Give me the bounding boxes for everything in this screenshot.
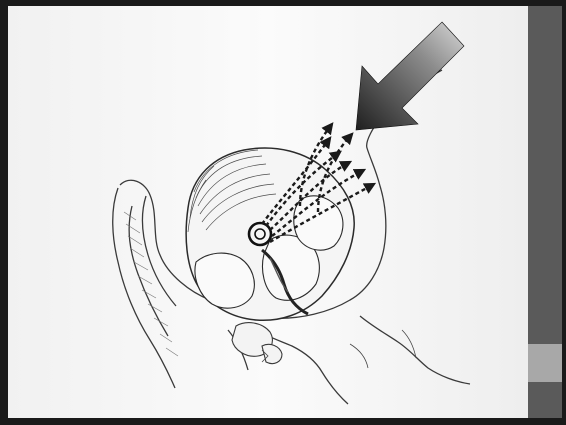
sidebar-dark-bottom: [528, 382, 562, 418]
sidebar-light-band: [528, 344, 562, 382]
sidebar-dark-top: [528, 6, 562, 344]
